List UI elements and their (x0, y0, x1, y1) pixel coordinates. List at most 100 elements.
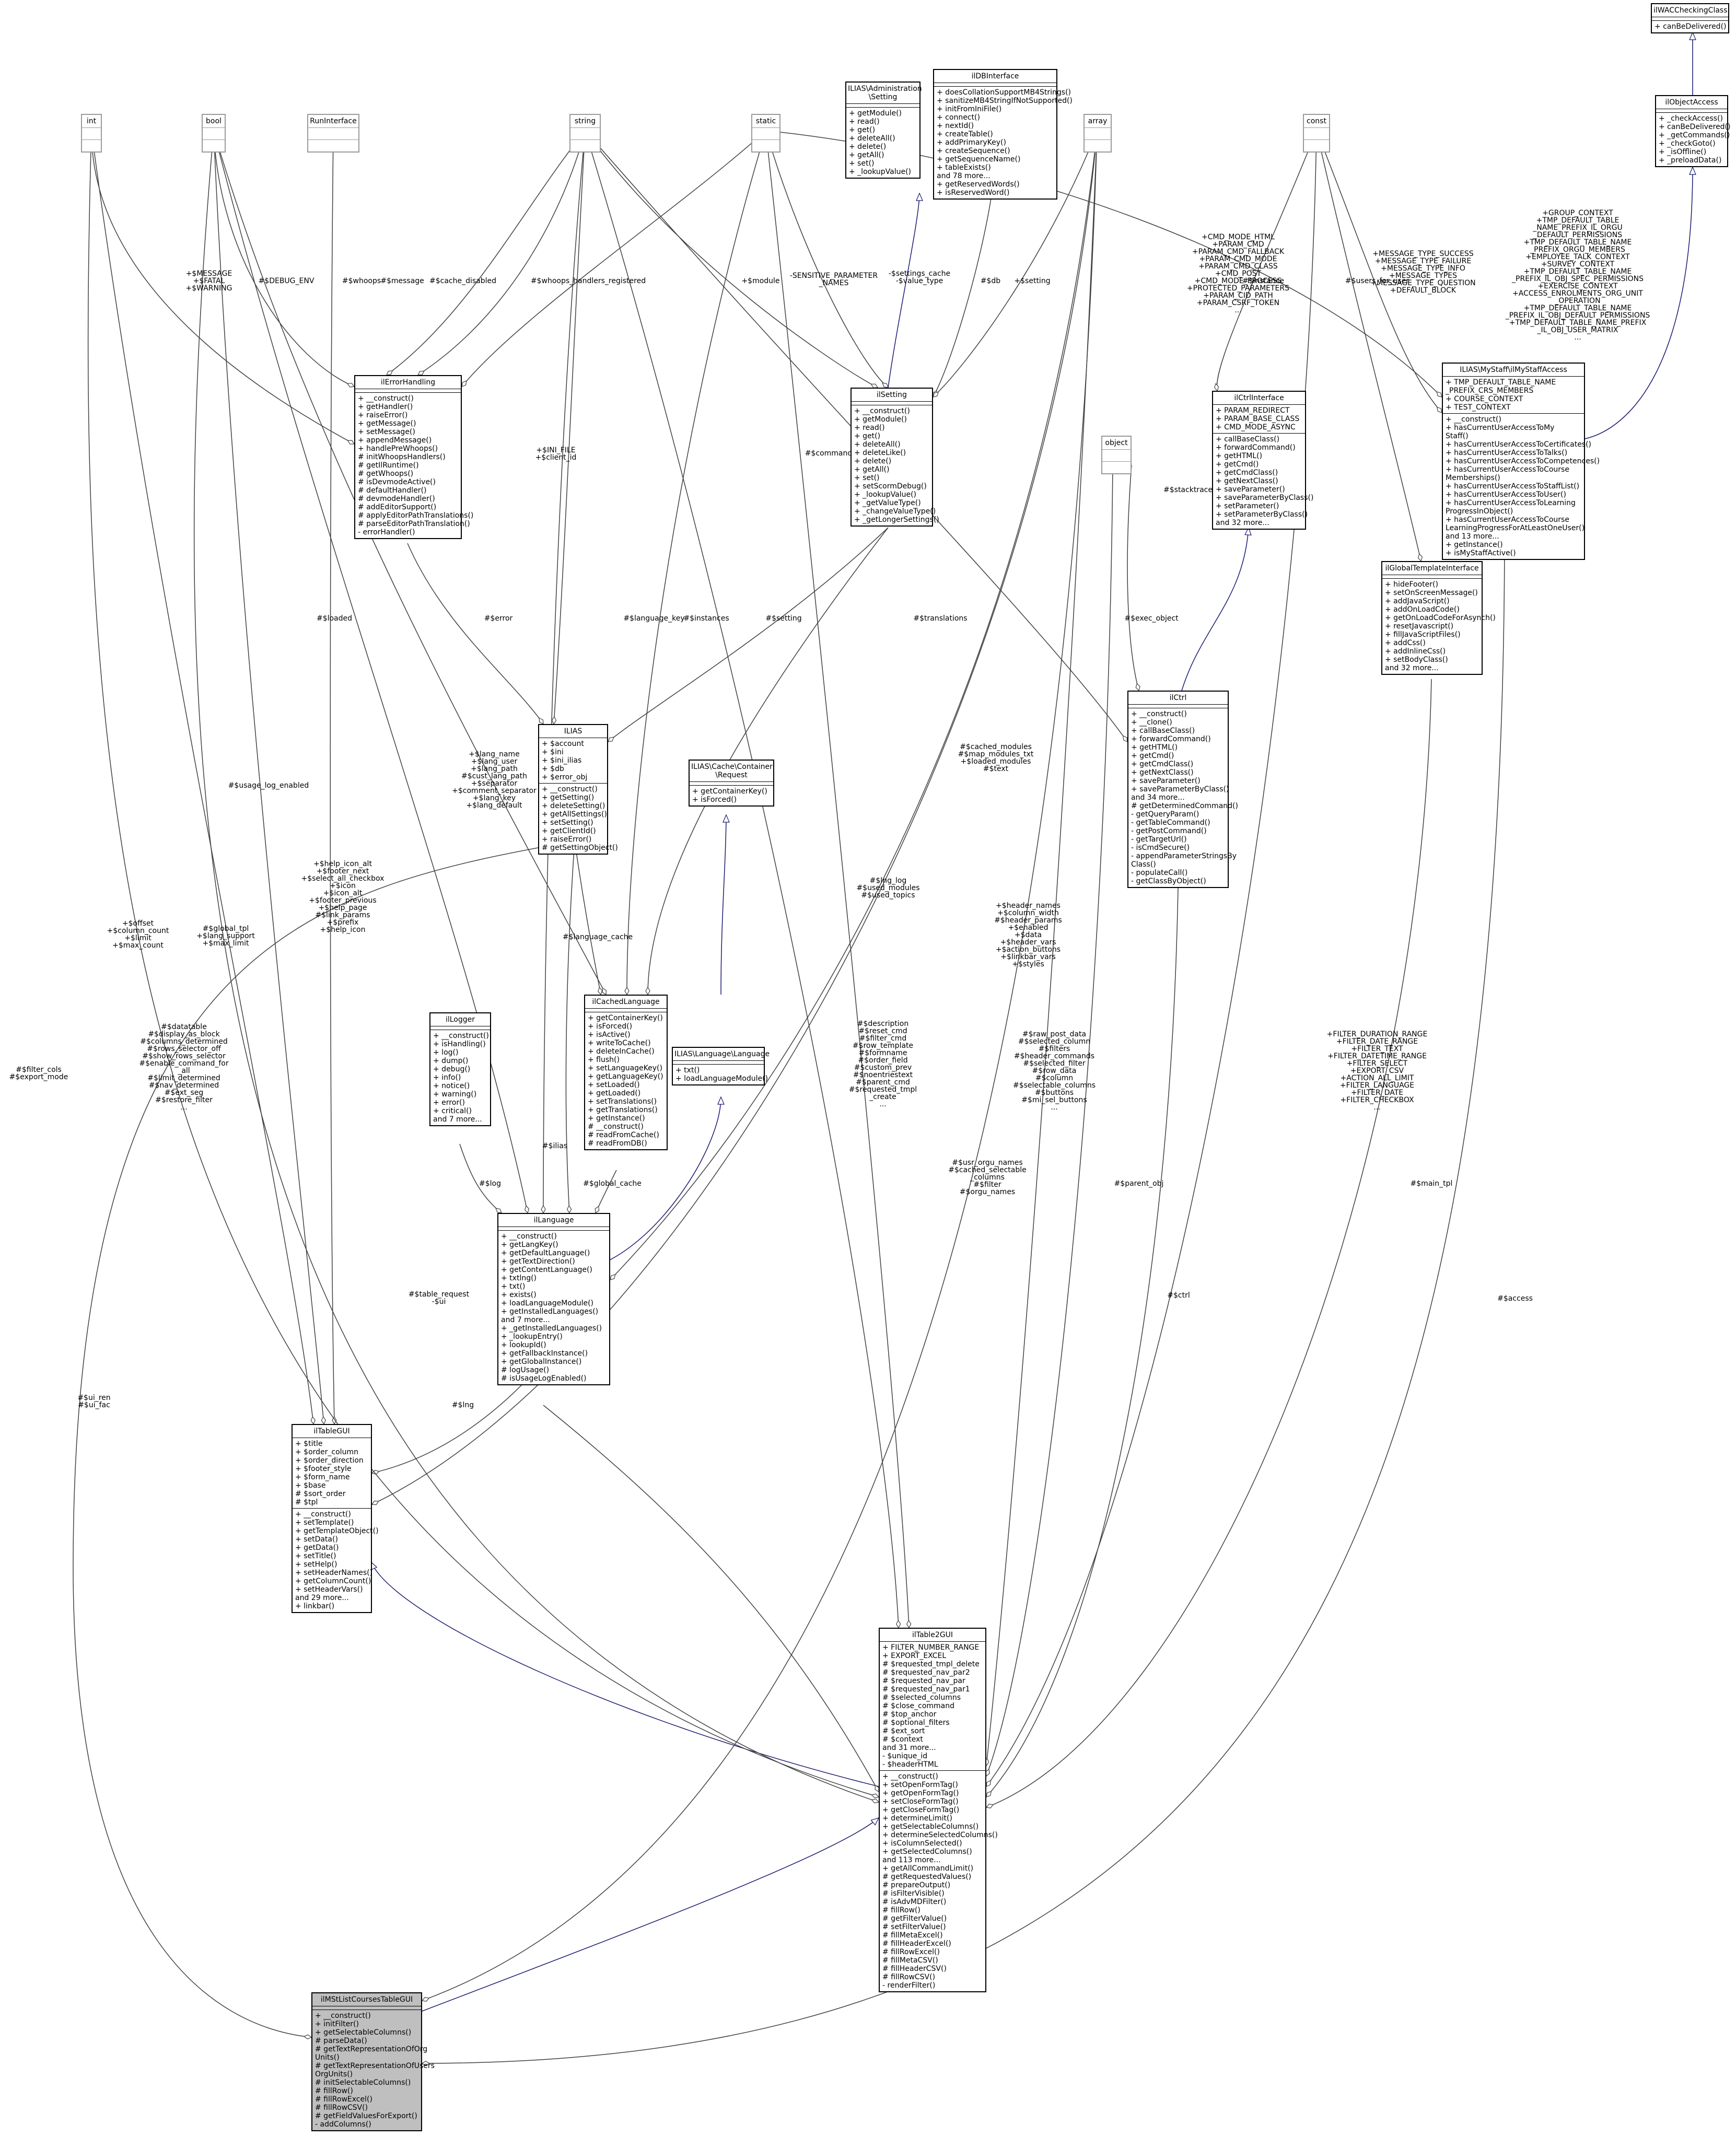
class-ilcachedlanguage[interactable]: ilCachedLanguage+ getContainerKey()+ isF… (584, 995, 668, 1150)
class-title: ILIAS\Administration\Setting (846, 83, 922, 104)
type-const[interactable]: const (1303, 114, 1330, 153)
class-ilias-administration-setting[interactable]: ILIAS\Administration\Setting+ getModule(… (845, 81, 922, 179)
type-bool[interactable]: bool (202, 114, 226, 153)
class-ilerrorhandling[interactable]: ilErrorHandling+ __construct()+ getHandl… (354, 375, 473, 539)
class-method: # addEditorSupport() (358, 503, 437, 511)
class-method: + resetJavascript() (1385, 622, 1454, 630)
edge-static-setting (765, 130, 888, 388)
edge-label-line: _create (869, 1093, 896, 1101)
edge-label-line: +$FATAL (193, 277, 225, 285)
edge-static-table2gui (765, 130, 909, 1628)
class-method: + error() (433, 1099, 465, 1107)
edge-label-line: #$cust_lang_path (461, 772, 527, 780)
edge-label-line: +$INI_FILE (536, 446, 575, 454)
edge-label-line: +PARAM_CID_PATH (1203, 291, 1273, 300)
edge-bool-errhandling (213, 130, 354, 387)
edge-label-access: #$access (1497, 1294, 1533, 1303)
class-ilobjectaccess[interactable]: ilObjectAccess+ _checkAccess()+ canBeDel… (1655, 95, 1731, 167)
class-method: + getCmd() (1131, 752, 1174, 760)
class-method: # defaultHandler() (358, 486, 427, 495)
edge-language-tablegui (372, 1384, 523, 1473)
edge-label-str-cache: #$cache_disabled (429, 277, 496, 285)
class-methods (570, 140, 600, 151)
class-ilias[interactable]: ILIAS+ $account+ $ini+ $ini_ilias+ $db+ … (538, 724, 618, 855)
type-static[interactable]: static (751, 114, 780, 153)
class-method: - getClassByObject() (1131, 877, 1206, 885)
edge-label-line: #$message (380, 277, 424, 285)
class-title: ilWACCheckingClass (1652, 4, 1728, 17)
class-attribute: # $requested_nav_par2 (882, 1668, 970, 1677)
type-object[interactable]: object (1101, 436, 1132, 474)
edge-label-line: #$exec_object (1124, 614, 1179, 623)
edge-label-line: #$usr_orgu_names (952, 1159, 1022, 1167)
class-method: + setMessage() (358, 428, 415, 436)
edge-label-line: #$map_modules_txt (958, 750, 1034, 758)
class-method: + getTranslations() (588, 1106, 658, 1114)
class-method: + critical() (433, 1107, 472, 1115)
edge-static-cachedlang (627, 130, 766, 995)
edge-label-line: #$ilias (542, 1142, 567, 1150)
class-method: + _preloadData() (1659, 156, 1722, 165)
class-ilctrlinterface[interactable]: ilCtrlInterface+ PARAM_REDIRECT+ PARAM_B… (1212, 391, 1313, 530)
class-ilctrl[interactable]: ilCtrl+ __construct()+ __clone()+ callBa… (1127, 691, 1238, 888)
class-attribute: + $form_name (295, 1473, 350, 1481)
edge-label-line: #$parent_cmd (856, 1078, 910, 1087)
edge-globaltpl-table2gui (986, 679, 1432, 1807)
class-method: + getCloseFormTag() (882, 1806, 960, 1814)
class-iltablegui[interactable]: ilTableGUI+ $title+ $order_column+ $orde… (292, 1424, 379, 1613)
class-ilglobaltemplateinterface[interactable]: ilGlobalTemplateInterface+ hideFooter()+… (1381, 561, 1496, 675)
type-runinterface[interactable]: RunInterface (307, 114, 359, 153)
class-title-line: ILIAS (564, 727, 582, 735)
class-ildbinterface[interactable]: ilDBInterface+ doesCollationSupportMB4St… (933, 69, 1073, 200)
class-method: + _changeValueType() (854, 507, 936, 516)
class-method: and 32 more... (1216, 519, 1269, 527)
type-array[interactable]: array (1083, 114, 1112, 153)
class-method: # fillRow() (315, 2087, 353, 2095)
class-method: Class() (1131, 860, 1156, 869)
class-method: + _isOffline() (1659, 148, 1707, 156)
class-cache-container-request[interactable]: ILIAS\Cache\Container\Request+ getContai… (689, 760, 774, 807)
class-method: - getPostCommand() (1131, 827, 1207, 835)
class-method: + __construct() (501, 1232, 557, 1241)
type-int[interactable]: int (81, 114, 102, 153)
class-method: + sanitizeMB4StringIfNotSupported() (937, 97, 1073, 105)
edge-label-line: +FILTER_TEXT (1351, 1045, 1403, 1053)
class-methods (752, 140, 779, 151)
class-mystaffaccess[interactable]: ILIAS\MyStaff\ilMyStaffAccess+ TMP_DEFAU… (1442, 363, 1600, 560)
edge-array-setting (933, 130, 1098, 397)
class-method: # getDeterminedCommand() (1131, 802, 1238, 810)
edge-label-setting2: #$setting (765, 614, 801, 623)
edge-label-usage-log: #$usage_log_enabled (228, 781, 309, 790)
edge-label-line: #$filter_cmd (859, 1034, 906, 1043)
class-illogger[interactable]: ilLogger+ __construct()+ isHandling()+ l… (429, 1012, 491, 1126)
class-ilmstlistcoursestablegui[interactable]: ilMStListCoursesTableGUI+ __construct()+… (311, 1992, 435, 2131)
class-attributes (82, 128, 101, 140)
class-ilias-language-language[interactable]: ILIAS\Language\Language+ txt()+ loadLang… (672, 1047, 770, 1085)
class-attributes (430, 1026, 490, 1030)
edge-label-line: #$requested_tmpl (849, 1085, 917, 1094)
class-method: # parseEditorPathTranslation() (358, 520, 470, 528)
type-string[interactable]: string (569, 114, 601, 153)
class-attributes (846, 104, 919, 108)
class-attribute: # $optional_filters (882, 1719, 950, 1727)
class-ilwaccheckingclass[interactable]: ilWACCheckingClass+ canBeDelivered() (1651, 3, 1729, 33)
class-title-line: ilWACCheckingClass (1653, 6, 1728, 15)
class-title-line: ILIAS\Language\Language (674, 1050, 770, 1058)
class-method: # fillHeaderExcel() (882, 1940, 951, 1948)
edge-label-line: #$selectable_columns (1013, 1081, 1096, 1090)
edge-ctrl-table2gui (986, 888, 1179, 1797)
class-method: + log() (433, 1048, 459, 1057)
class-iltable2gui[interactable]: ilTable2GUI+ FILTER_NUMBER_RANGE+ EXPORT… (879, 1628, 998, 1992)
class-method: - isCmdSecure() (1131, 844, 1190, 852)
class-method: + getFallbackInstance() (501, 1349, 588, 1358)
edge-label-line: #$instance (1242, 277, 1284, 285)
class-illanguage[interactable]: ilLanguage+ __construct()+ getLangKey()+… (497, 1213, 610, 1385)
class-method: + linkbar() (295, 1602, 335, 1610)
edge-label-line: #$error (484, 614, 513, 623)
class-method: + read() (849, 118, 880, 126)
class-ilsetting[interactable]: ilSetting+ __construct()+ getModule()+ r… (850, 388, 939, 527)
class-attribute: + $base (295, 1481, 326, 1490)
edge-label-line: -SENSITIVE_PARAMETER (790, 272, 878, 280)
edge-label-line: -$value_type (896, 277, 943, 285)
class-method: + determineLimit() (882, 1814, 952, 1823)
